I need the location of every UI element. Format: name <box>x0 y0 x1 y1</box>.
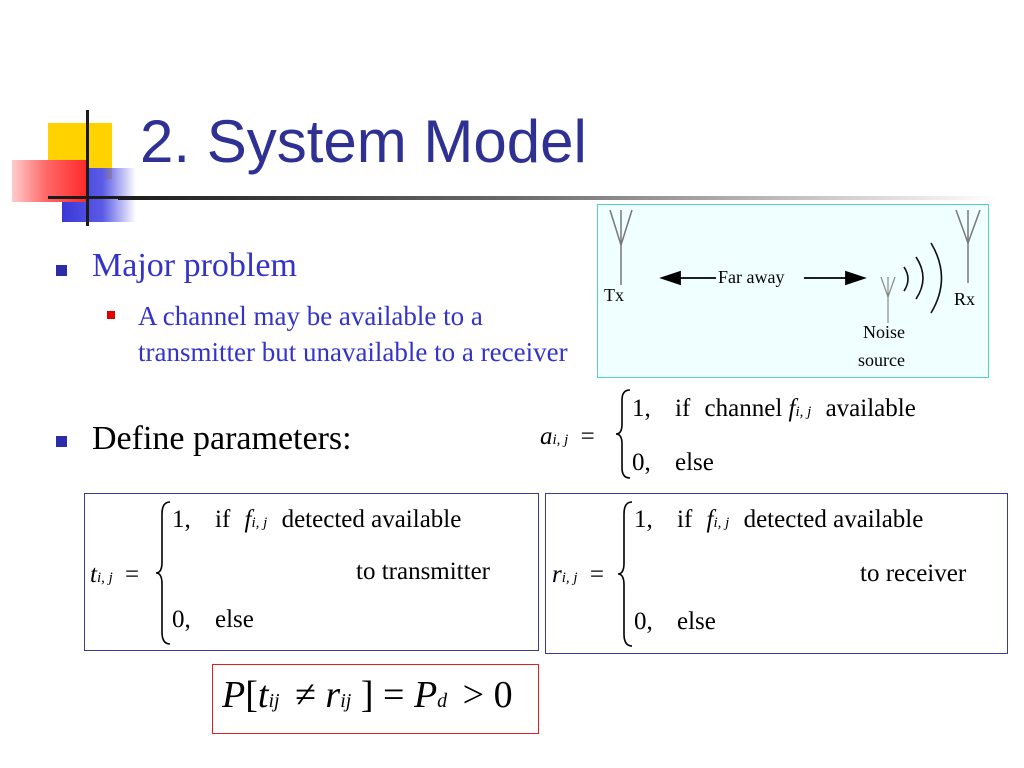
far-away-arrow <box>659 270 867 286</box>
probability-equation: P[tij ≠ rij ] = Pd > 0 <box>222 676 513 714</box>
eq-r-case2-val: 0, <box>634 608 653 635</box>
p-equals: = <box>383 674 405 716</box>
noise-antenna-icon <box>880 276 896 323</box>
eq-r-var: r <box>552 561 562 588</box>
sub-bullet-channel: A channel may be available to a transmit… <box>138 301 568 367</box>
tx-rx-diagram: Tx Rx Far away Noise source <box>597 204 989 378</box>
p-lbracket: [ <box>245 674 258 716</box>
eq-t-case2-val: 0, <box>172 606 191 633</box>
eq-a-case1-var: f <box>788 395 796 422</box>
eq-r-case1-val: 1, <box>634 506 653 533</box>
eq-r-case1-tail: detected available <box>743 506 924 533</box>
eq-r-case2-word: else <box>677 608 716 635</box>
eq-a-case2-word: else <box>675 449 714 476</box>
eq-r-case1-cont: to receiver <box>860 560 967 587</box>
eq-r-case1-if: if <box>677 506 693 533</box>
eq-a-sub: i, j <box>552 432 569 448</box>
eq-t-lhs: ti, j = <box>90 562 139 587</box>
eq-t-brace <box>155 501 171 645</box>
p-rbracket: ] <box>360 674 374 716</box>
noise-waves-icon <box>903 242 943 314</box>
sub-bullet-marker <box>107 311 115 319</box>
eq-t-case1-if: if <box>215 506 231 533</box>
eq-a-case1: 1, if channel fi, j available <box>632 396 916 421</box>
p-zero: 0 <box>493 674 513 716</box>
tx-antenna-icon <box>609 209 633 285</box>
logo-vertical-line <box>86 110 89 226</box>
eq-t-equals: = <box>125 561 140 588</box>
eq-r-case1-sub: i, j <box>713 515 730 531</box>
eq-r-equals: = <box>589 561 604 588</box>
eq-a-case1-sub: i, j <box>795 404 812 420</box>
logo-red-block <box>12 160 86 202</box>
rx-label: Rx <box>954 289 976 309</box>
title-rule <box>118 196 998 200</box>
eq-a-brace <box>615 389 631 479</box>
eq-a-case1-tail: available <box>825 395 916 422</box>
p-t-sub: ij <box>268 690 280 712</box>
slide-title: 2. System Model <box>140 108 587 175</box>
noise-label-line2: source <box>858 350 905 370</box>
eq-a-lhs: ai, j = <box>540 424 595 449</box>
tx-label: Tx <box>604 285 624 305</box>
eq-r-case1: 1, if fi, j detected available <box>634 507 923 532</box>
p-r-sub: ij <box>340 690 352 712</box>
eq-t-case1-tail: detected available <box>281 506 462 533</box>
p-Pd-sub: d <box>437 690 448 712</box>
eq-t-case2: 0, else <box>172 607 254 632</box>
eq-t-case1-sub: i, j <box>251 515 268 531</box>
bullet-marker <box>56 436 67 447</box>
logo-horizontal-line <box>48 196 138 199</box>
eq-r-sub: i, j <box>561 570 578 586</box>
eq-a-case1-word: channel <box>704 395 783 422</box>
far-away-label: Far away <box>718 267 785 287</box>
eq-t-case1-cont: to transmitter <box>356 558 490 585</box>
eq-r-brace <box>617 501 633 647</box>
tx-rx-diagram-graphics <box>609 209 981 323</box>
eq-t-case1: 1, if fi, j detected available <box>172 507 461 532</box>
noise-label-line1: Noise <box>863 322 905 342</box>
eq-a-equals: = <box>580 423 595 450</box>
eq-a-var: a <box>540 423 553 450</box>
eq-t-case1-val: 1, <box>172 506 191 533</box>
bullet-define-parameters: Define parameters: <box>92 420 352 457</box>
eq-r-case2: 0, else <box>634 609 716 634</box>
p-gt: > <box>462 674 485 716</box>
eq-a-case2-val: 0, <box>632 449 651 476</box>
eq-a-case1-val: 1, <box>632 395 651 422</box>
p-Pd: P <box>413 674 438 716</box>
eq-t-case1-var: f <box>244 506 252 533</box>
p-neq: ≠ <box>295 674 316 716</box>
equation-r-box <box>545 493 1008 654</box>
p-t: t <box>257 674 269 716</box>
p-r: r <box>325 674 341 716</box>
bullet-major-problem: Major problem <box>92 247 297 284</box>
eq-a-case1-if: if <box>675 395 691 422</box>
probability-box <box>212 664 539 734</box>
eq-t-sub: i, j <box>96 570 113 586</box>
eq-t-case2-word: else <box>215 606 254 633</box>
eq-a-case2: 0, else <box>632 450 714 475</box>
eq-r-case1-var: f <box>706 506 714 533</box>
eq-r-lhs: ri, j = <box>552 562 604 587</box>
eq-t-var: t <box>90 561 97 588</box>
bullet-marker <box>56 265 67 276</box>
p-P: P <box>222 674 246 716</box>
rx-antenna-icon <box>955 209 981 283</box>
